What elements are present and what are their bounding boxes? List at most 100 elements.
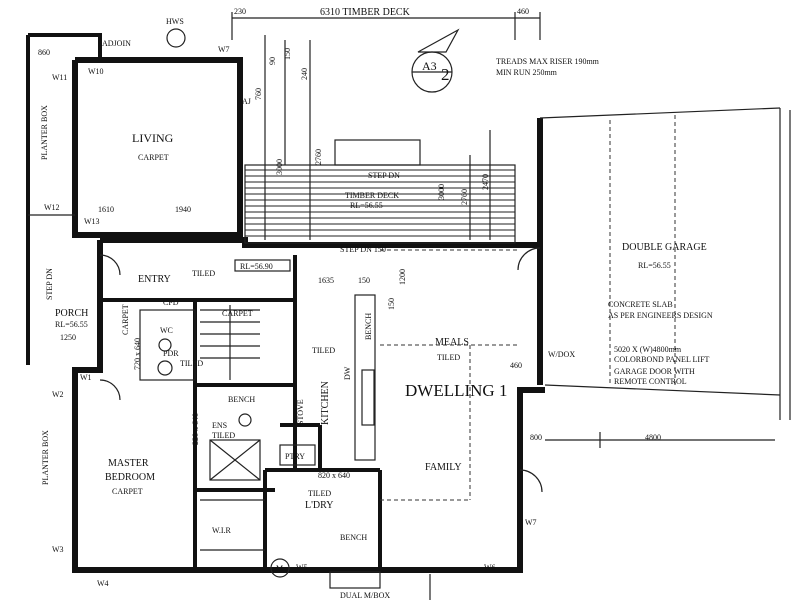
label-dw: DW <box>343 366 352 380</box>
dim-3000: 3000 <box>275 159 284 175</box>
floor-bedroom: CARPET <box>112 487 143 496</box>
label-w1: W1 <box>80 373 92 382</box>
meter-icon <box>270 558 290 578</box>
room-pdr: PDR <box>163 349 179 358</box>
label-w7-bottom: W7 <box>525 518 537 527</box>
room-ptry: PTRY <box>285 452 305 461</box>
label-step-dn-deck: STEP DN <box>368 171 400 180</box>
label-wdox: W/DOX <box>548 350 575 359</box>
room-living: LIVING <box>132 131 174 145</box>
section-ref-a: A3 <box>422 59 437 73</box>
dim-800: 800 <box>530 433 542 442</box>
label-cpd: CPD <box>163 298 179 307</box>
room-ens: ENS <box>212 421 227 430</box>
label-w6: W6 <box>484 563 496 572</box>
floor-stair: CARPET <box>222 309 253 318</box>
room-meals: MEALS <box>435 337 469 348</box>
room-master: MASTER <box>108 458 149 469</box>
dim-4800: 4800 <box>645 433 661 442</box>
room-bedroom: BEDROOM <box>105 472 155 483</box>
dim-240: 240 <box>300 68 309 80</box>
dwelling-title: DWELLING 1 <box>405 381 507 400</box>
wall-main-left <box>72 240 270 573</box>
label-bench-ens: BENCH <box>228 395 255 404</box>
dim-460-top: 460 <box>517 7 529 16</box>
room-porch: PORCH <box>55 308 88 319</box>
dim-2760b: 2760 <box>460 189 469 205</box>
label-porch-rl: RL=56.55 <box>55 320 88 329</box>
label-bench-kitchen: BENCH <box>364 313 373 340</box>
dim-150a: 150 <box>283 48 292 60</box>
dim-460b: 460 <box>510 361 522 370</box>
section-arrow <box>417 28 460 53</box>
label-w10: W10 <box>88 67 104 76</box>
wall-garage-top <box>539 107 781 119</box>
ens-toilet-icon <box>238 413 252 427</box>
label-w4-left: W4 <box>97 579 109 588</box>
label-step-dn-main: STEP DN 150 <box>340 245 386 254</box>
dim-90: 90 <box>268 57 277 65</box>
note-garage-door-3: GARAGE DOOR WITH <box>614 367 695 376</box>
sink <box>361 369 375 426</box>
pantry-box <box>279 444 316 466</box>
room-ldry: L'DRY <box>305 500 333 511</box>
room-entry: ENTRY <box>138 274 171 285</box>
kitchen-island <box>354 294 376 461</box>
label-meter: M <box>276 564 283 573</box>
label-dual-mbox: DUAL M/BOX <box>340 591 390 600</box>
mailbox <box>329 571 381 589</box>
floor-living: CARPET <box>138 153 169 162</box>
room-double-garage: DOUBLE GARAGE <box>622 242 707 253</box>
dim-220: 220 x 640 <box>191 413 200 445</box>
label-planter-box-top: PLANTER BOX <box>40 105 49 160</box>
label-garage-rl: RL=56.55 <box>638 261 671 270</box>
wall-planter-top <box>28 33 102 58</box>
label-w13: W13 <box>84 217 100 226</box>
wall-bottom <box>270 387 545 573</box>
floor-pdr: TILED <box>180 359 203 368</box>
label-step-dn-porch: STEP DN <box>45 268 54 300</box>
dim-1940: 1940 <box>175 205 191 214</box>
label-w7-top: W7 <box>218 45 230 54</box>
hws-icon <box>166 28 186 48</box>
note-concrete-slab: CONCRETE SLAB <box>608 300 673 309</box>
floor-hall: CARPET <box>121 304 130 335</box>
section-ref-num: 2 <box>441 65 450 84</box>
dim-2470: 2470 <box>481 174 490 190</box>
room-kitchen: KITCHEN <box>320 381 331 425</box>
label-adjoin: ADJOIN <box>102 39 131 48</box>
label-bench-ldry: BENCH <box>340 533 367 542</box>
room-family: FAMILY <box>425 462 462 473</box>
label-wc: WC <box>160 326 173 335</box>
door-swing-garage <box>517 247 541 271</box>
dim-860: 860 <box>38 48 50 57</box>
wall-living <box>72 57 243 238</box>
dim-1610: 1610 <box>98 205 114 214</box>
shower <box>209 439 261 481</box>
label-timber-deck: TIMBER DECK <box>345 191 399 200</box>
note-garage-door-2: COLORBOND PANEL LIFT <box>614 355 710 364</box>
label-w11: W11 <box>52 73 67 82</box>
label-aj: AJ <box>242 97 251 106</box>
note-garage-door-1: 5020 X (W)4800mm <box>614 345 682 354</box>
dim-1200: 1200 <box>398 269 407 285</box>
label-rl-entry: RL=56.90 <box>240 262 273 271</box>
door-swing-entry <box>99 254 121 276</box>
note-treads: TREADS MAX RISER 190mm <box>496 57 600 66</box>
note-garage-door-4: REMOTE CONTROL <box>614 377 687 386</box>
dim-820: 820 x 640 <box>318 471 350 480</box>
label-timber-deck-top: 6310 TIMBER DECK <box>320 7 411 18</box>
dim-150b: 150 <box>358 276 370 285</box>
floor-kitchen: TILED <box>312 346 335 355</box>
dim-760: 760 <box>254 88 263 100</box>
dim-1635: 1635 <box>318 276 334 285</box>
label-w12: W12 <box>44 203 60 212</box>
label-w3: W3 <box>52 545 64 554</box>
door-swing-bed <box>99 379 121 401</box>
label-planter-box-left: PLANTER BOX <box>41 430 50 485</box>
note-concrete-slab-2: AS PER ENGINEERS DESIGN <box>608 311 713 320</box>
label-hws: HWS <box>166 17 184 26</box>
stairwell <box>139 309 196 381</box>
